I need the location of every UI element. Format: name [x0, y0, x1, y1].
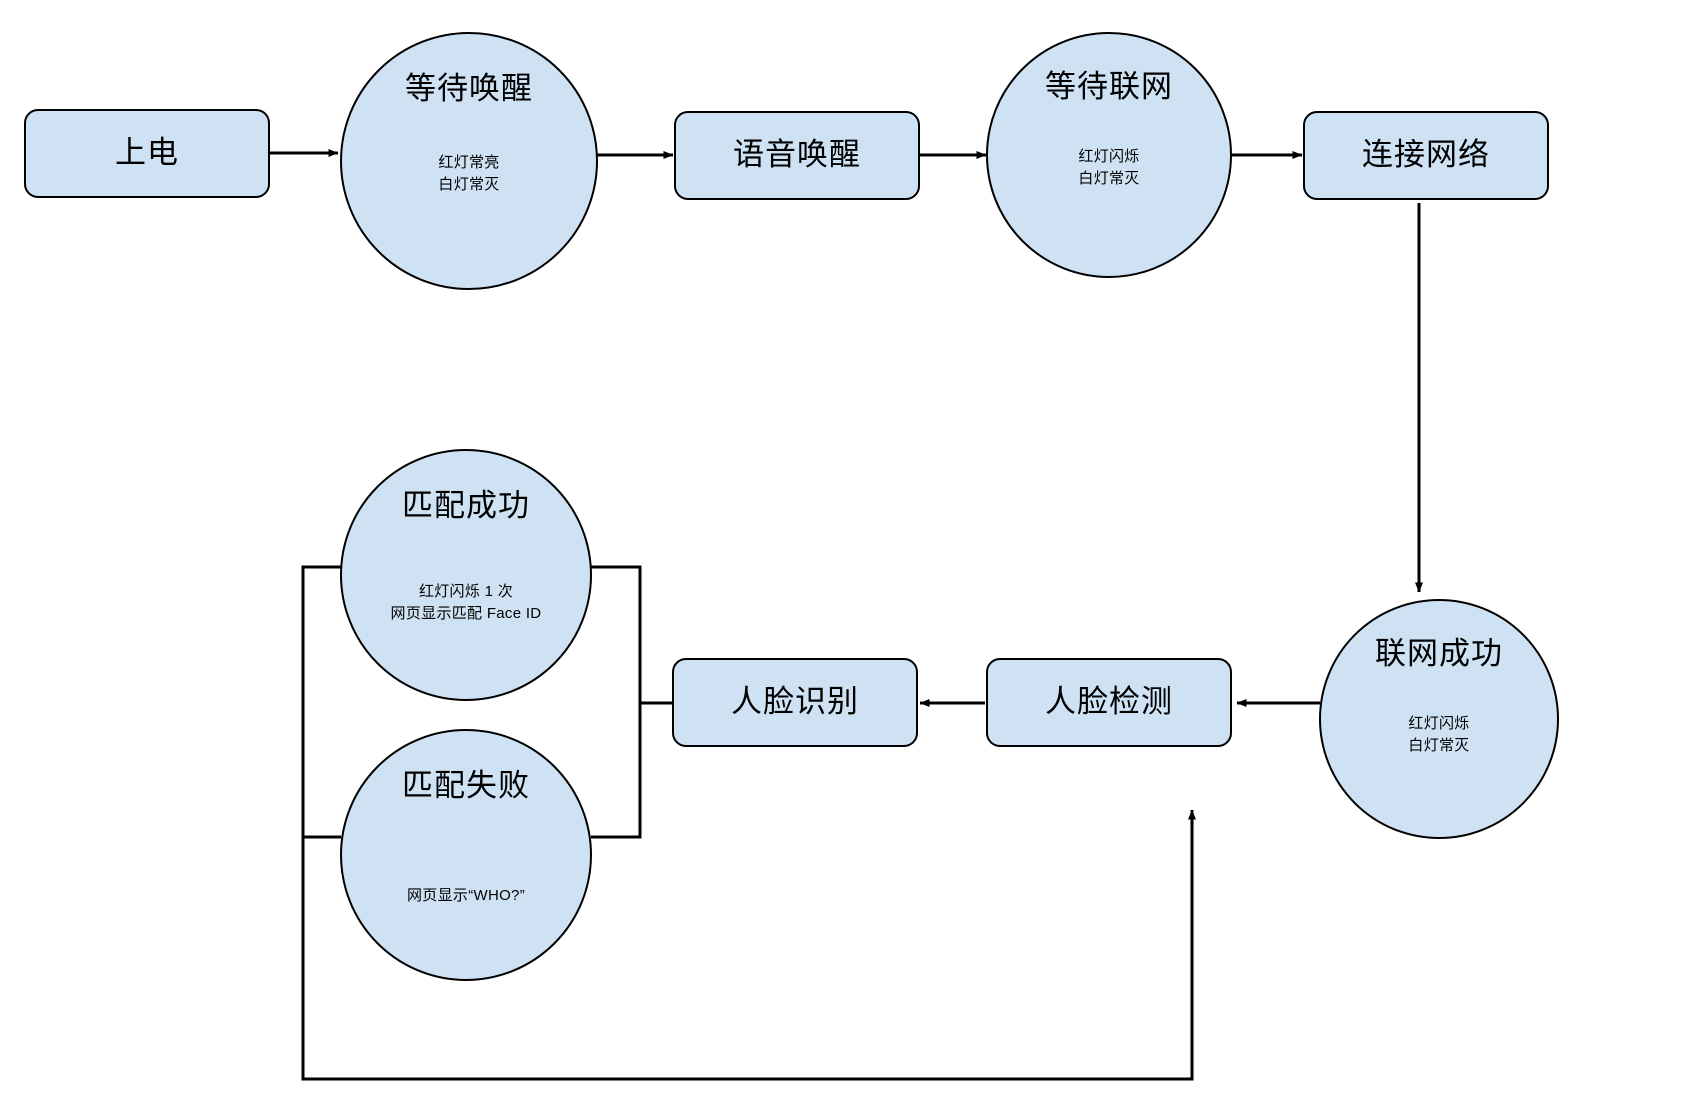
node-network-success-title: 联网成功 — [1375, 636, 1503, 671]
node-face-recognize-title: 人脸识别 — [731, 684, 859, 720]
edge-bracket-left-match-success — [301, 565, 341, 839]
node-match-fail-sub: 网页显示“WHO?” — [407, 887, 525, 905]
node-face-detect-title: 人脸检测 — [1045, 684, 1173, 720]
node-voice-wake[interactable]: 语音唤醒 — [674, 111, 920, 200]
node-power-on[interactable]: 上电 — [24, 109, 270, 198]
node-face-detect[interactable]: 人脸检测 — [986, 658, 1232, 747]
node-connect-network[interactable]: 连接网络 — [1303, 111, 1549, 200]
node-match-success-sub: 红灯闪烁 1 次 网页显示匹配 Face ID — [390, 583, 542, 622]
node-connect-network-title: 连接网络 — [1362, 137, 1490, 173]
node-match-success[interactable]: 匹配成功 红灯闪烁 1 次 网页显示匹配 Face ID — [340, 449, 592, 701]
node-power-on-title: 上电 — [115, 135, 179, 171]
node-wait-wake-title: 等待唤醒 — [405, 71, 533, 106]
node-match-success-title: 匹配成功 — [402, 488, 530, 523]
node-match-fail[interactable]: 匹配失败 网页显示“WHO?” — [340, 729, 592, 981]
node-wait-network-sub: 红灯闪烁 白灯常灭 — [1078, 148, 1140, 187]
edge-bracket-right-to-match-success — [591, 565, 642, 703]
node-face-recognize[interactable]: 人脸识别 — [672, 658, 918, 747]
node-wait-wake-sub: 红灯常亮 白灯常灭 — [438, 154, 500, 193]
node-wait-network[interactable]: 等待联网 红灯闪烁 白灯常灭 — [986, 32, 1232, 278]
node-network-success[interactable]: 联网成功 红灯闪烁 白灯常灭 — [1319, 599, 1559, 839]
node-wait-wake[interactable]: 等待唤醒 红灯常亮 白灯常灭 — [340, 32, 598, 290]
node-voice-wake-title: 语音唤醒 — [733, 137, 861, 173]
node-match-fail-title: 匹配失败 — [402, 768, 530, 803]
edge-bracket-right-to-match-fail — [591, 703, 642, 839]
node-wait-network-title: 等待联网 — [1045, 69, 1173, 104]
node-network-success-sub: 红灯闪烁 白灯常灭 — [1408, 715, 1470, 754]
